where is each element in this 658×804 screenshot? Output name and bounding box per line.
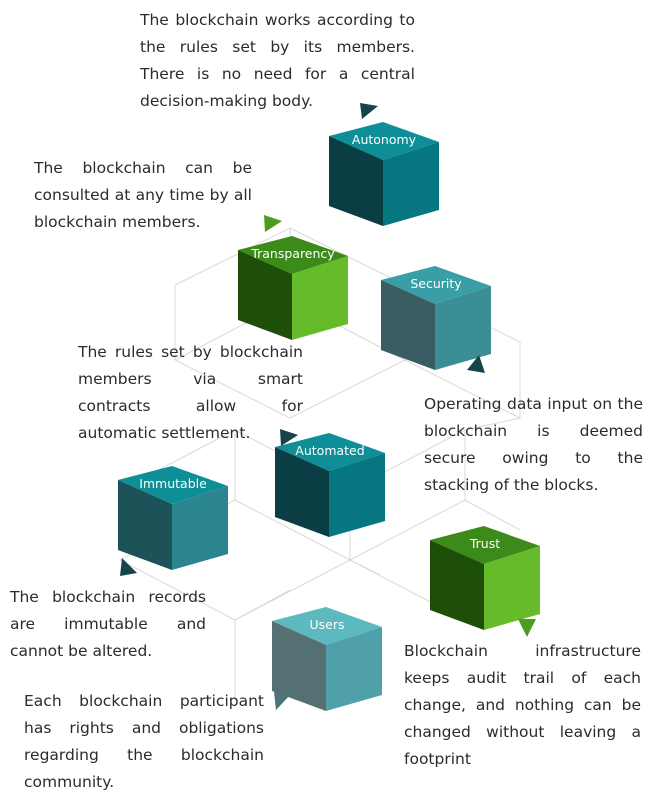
cube-users-label: Users bbox=[309, 617, 345, 632]
description-security: Operating data input on the blockchain i… bbox=[424, 395, 643, 494]
description-automated: The rules set by blockchain members via … bbox=[78, 343, 303, 442]
cube-left-face bbox=[238, 250, 292, 340]
cube-left-face bbox=[329, 136, 383, 226]
cube-automated: Automated bbox=[275, 433, 385, 573]
cube-users: Users bbox=[272, 607, 382, 747]
cube-autonomy-label: Autonomy bbox=[351, 132, 417, 147]
cube-right-face bbox=[435, 286, 491, 370]
cube-right-face bbox=[484, 546, 540, 630]
cube-right-face bbox=[329, 453, 385, 537]
cube-security: Security bbox=[381, 266, 491, 406]
cube-automated-shape bbox=[275, 433, 385, 537]
cube-left-face bbox=[381, 280, 435, 370]
description-immutable: The blockchain records are immutable and… bbox=[10, 588, 206, 660]
pointer-security-icon bbox=[465, 354, 487, 376]
cube-trust-label: Trust bbox=[469, 536, 501, 551]
cube-right-face bbox=[326, 627, 382, 711]
cube-users-shape bbox=[272, 607, 382, 711]
cube-top-face bbox=[272, 607, 382, 645]
description-autonomy: The blockchain works according to the ru… bbox=[140, 11, 415, 110]
pointer-autonomy-icon bbox=[358, 101, 380, 123]
cube-right-face bbox=[292, 256, 348, 340]
cube-top-face bbox=[430, 526, 540, 564]
pointer-automated-icon bbox=[278, 427, 300, 449]
cube-immutable: Immutable bbox=[118, 466, 228, 606]
cube-left-face bbox=[275, 447, 329, 537]
cube-automated-label: Automated bbox=[295, 443, 365, 458]
cube-transparency-label: Transparency bbox=[251, 246, 335, 261]
pointer-transparency-icon bbox=[262, 213, 284, 235]
cube-right-face bbox=[383, 142, 439, 226]
cube-security-shape bbox=[381, 266, 491, 370]
pointer-users-icon bbox=[272, 690, 294, 712]
cube-left-face bbox=[430, 540, 484, 630]
cube-right-face bbox=[172, 486, 228, 570]
cube-top-face bbox=[118, 466, 228, 504]
cube-transparency-shape bbox=[238, 236, 348, 340]
cube-top-face bbox=[238, 236, 348, 274]
cube-autonomy: Autonomy bbox=[329, 122, 439, 262]
cube-top-face bbox=[381, 266, 491, 304]
description-users: Each blockchain participant has rights a… bbox=[24, 692, 264, 791]
description-trust: Blockchain infrastructure keeps audit tr… bbox=[404, 642, 641, 768]
cube-immutable-shape bbox=[118, 466, 228, 570]
pointer-trust-icon bbox=[516, 617, 538, 639]
cube-autonomy-shape bbox=[329, 122, 439, 226]
description-transparency: The blockchain can be consulted at any t… bbox=[34, 159, 252, 231]
cube-transparency: Transparency bbox=[238, 236, 348, 376]
cube-top-face bbox=[275, 433, 385, 471]
cube-trust-shape bbox=[430, 526, 540, 630]
cube-trust: Trust bbox=[430, 526, 540, 666]
cube-security-label: Security bbox=[410, 276, 462, 291]
cube-top-face bbox=[329, 122, 439, 160]
cube-left-face bbox=[118, 480, 172, 570]
cube-left-face bbox=[272, 621, 326, 711]
pointer-immutable-icon bbox=[118, 556, 140, 578]
cube-immutable-label: Immutable bbox=[139, 476, 207, 491]
